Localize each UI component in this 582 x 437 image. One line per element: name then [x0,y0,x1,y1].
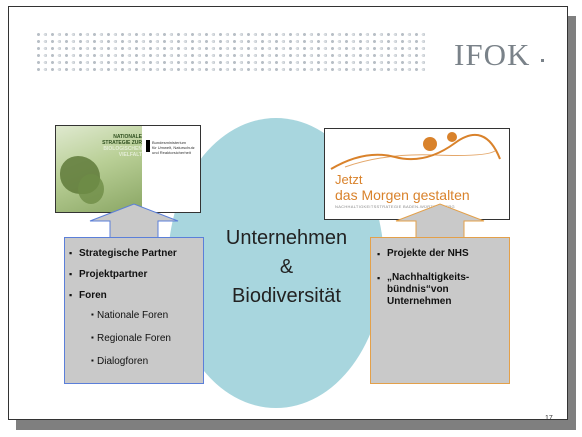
left-bullet-list: Strategische Partner Projektpartner Fore… [69,248,177,311]
center-title-line1: Unternehmen [225,227,348,249]
nbs-title-line3: BIOLOGISCHEN [103,146,142,152]
list-item: Projektpartner [69,269,177,290]
ministry-line2: für Umwelt, Naturschutz [152,145,195,150]
nhs-logo-image: Jetzt das Morgen gestalten NACHHALTIGKEI… [324,128,510,220]
sub-list-item: Regionale Foren [91,333,171,356]
nhs-line3: NACHHALTIGKEITSSTRATEGIE BADEN-WÜRTTEMBE… [335,204,455,209]
slide: IFOK Unternehmen & Biodiversität NATIONA… [8,6,568,420]
sub-list-item: Dialogforen [91,356,171,379]
federal-eagle-icon [146,140,150,152]
nbs-strategy-image: NATIONALE STRATEGIE ZUR BIOLOGISCHEN VIE… [55,125,201,213]
list-item: Projekte der NHS [377,248,505,260]
right-arrow-shape [395,203,485,239]
center-title: Unternehmen & Biodiversität [194,224,379,311]
center-title-line2: & [279,256,294,278]
left-text-box: Strategische Partner Projektpartner Fore… [64,237,204,384]
left-arrow-shape [89,203,179,239]
ministry-line1: Bundesministerium [152,140,187,145]
tree-shape-2 [78,174,104,204]
sun-icon [423,137,437,151]
right-up-arrow [395,203,485,239]
arc-line [330,134,501,170]
page-number: 17 [545,415,553,420]
right-bullet-list: Projekte der NHS „Nachhaltigkeits-bündni… [377,248,505,320]
arc-line-thin [344,150,496,168]
nhs-line1: Jetzt [335,172,363,187]
left-sub-bullet-list: Nationale Foren Regionale Foren Dialogfo… [91,310,171,379]
right-text-box: Projekte der NHS „Nachhaltigkeits-bündni… [370,237,510,384]
sun-icon-small [447,132,457,142]
nhs-line2: das Morgen gestalten [335,187,470,203]
left-up-arrow [89,203,179,239]
nbs-title-line2: STRATEGIE ZUR [102,140,142,146]
list-item: „Nachhaltigkeits-bündnis“von Unternehmen [377,272,505,308]
ministry-label: Bundesministerium für Umwelt, Naturschut… [152,140,198,155]
sub-list-item: Nationale Foren [91,310,171,333]
list-item: Foren [69,290,177,311]
nhs-logo-graphic [330,134,501,170]
nbs-title-line4: VIELFALT [118,152,142,158]
ifok-logo: IFOK [454,37,531,72]
list-item: Strategische Partner [69,248,177,269]
dotted-header-highlight [35,31,425,73]
ministry-line3: und Reaktorsicherheit [152,150,191,155]
nbs-title-line1: NATIONALE [113,134,142,140]
nbs-title: NATIONALE STRATEGIE ZUR BIOLOGISCHEN VIE… [90,134,142,158]
logo-dot [541,59,544,62]
center-title-line3: Biodiversität [232,285,341,307]
